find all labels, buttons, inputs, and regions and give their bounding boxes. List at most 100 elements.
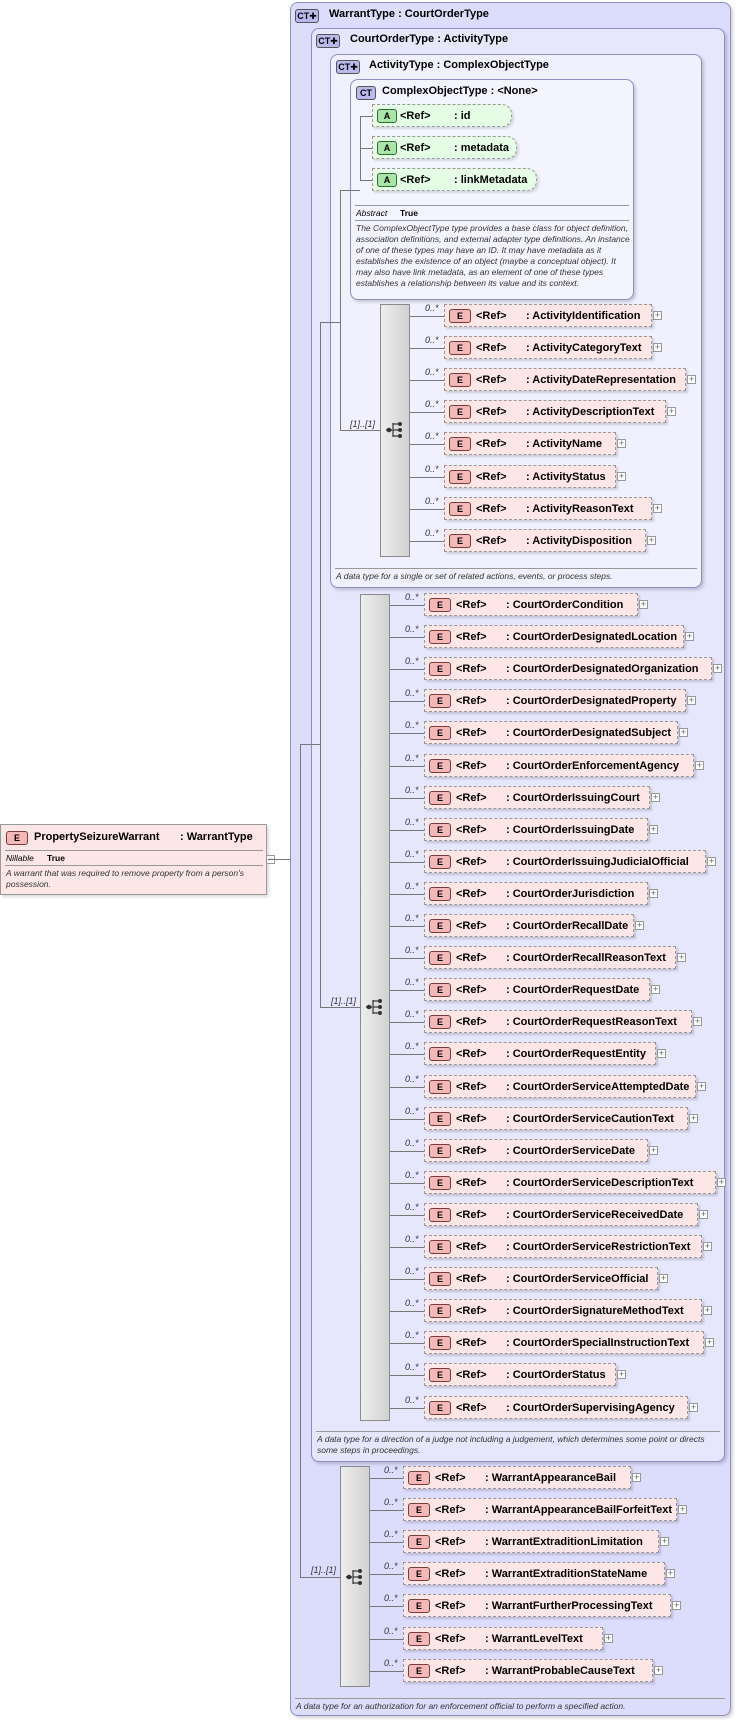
element-row[interactable]: E<Ref>: WarrantExtraditionStateName — [403, 1562, 665, 1585]
expand-plus-icon[interactable]: + — [653, 342, 662, 352]
element-row[interactable]: E<Ref>: ActivityName — [444, 432, 616, 455]
element-row[interactable]: E<Ref>: CourtOrderServiceOfficial — [424, 1267, 658, 1290]
element-row[interactable]: E<Ref>: CourtOrderCondition — [424, 593, 638, 616]
element-row[interactable]: E<Ref>: CourtOrderEnforcementAgency — [424, 754, 694, 777]
expand-plus-icon[interactable]: + — [707, 856, 716, 866]
element-row[interactable]: E<Ref>: CourtOrderIssuingCourt — [424, 786, 650, 809]
expand-plus-icon[interactable]: + — [678, 1504, 687, 1514]
expand-plus-icon[interactable]: + — [651, 792, 660, 802]
expand-plus-icon[interactable]: + — [679, 727, 688, 737]
attribute-id[interactable]: A <Ref> : id — [372, 104, 512, 127]
element-row[interactable]: E<Ref>: CourtOrderIssuingJudicialOfficia… — [424, 850, 706, 873]
expand-plus-icon[interactable]: + — [617, 471, 626, 481]
expand-plus-icon[interactable]: + — [687, 374, 696, 384]
element-row[interactable]: E<Ref>: ActivityStatus — [444, 465, 616, 488]
element-row[interactable]: E<Ref>: CourtOrderSupervisingAgency — [424, 1396, 688, 1419]
expand-plus-icon[interactable]: + — [617, 438, 626, 448]
element-row[interactable]: E<Ref>: CourtOrderDesignatedOrganization — [424, 657, 712, 680]
expand-plus-icon[interactable]: + — [649, 888, 658, 898]
element-row[interactable]: E<Ref>: CourtOrderRequestReasonText — [424, 1010, 692, 1033]
element-row[interactable]: E<Ref>: CourtOrderServiceDescriptionText — [424, 1171, 716, 1194]
element-row[interactable]: E<Ref>: WarrantExtraditionLimitation — [403, 1530, 659, 1553]
expand-plus-icon[interactable]: + — [695, 760, 704, 770]
element-row[interactable]: E<Ref>: ActivityDisposition — [444, 529, 646, 552]
expand-plus-icon[interactable]: + — [717, 1177, 726, 1187]
element-row[interactable]: E<Ref>: CourtOrderServiceCautionText — [424, 1107, 688, 1130]
element-row[interactable]: E<Ref>: WarrantAppearanceBailForfeitText — [403, 1498, 677, 1521]
expand-plus-icon[interactable]: + — [604, 1633, 613, 1643]
expand-plus-icon[interactable]: + — [617, 1369, 626, 1379]
expand-plus-icon[interactable]: + — [672, 1600, 681, 1610]
element-row[interactable]: E<Ref>: CourtOrderJurisdiction — [424, 882, 648, 905]
element-ref-label: <Ref> — [456, 1241, 487, 1253]
expand-plus-icon[interactable]: + — [653, 503, 662, 513]
expand-plus-icon[interactable]: + — [632, 1472, 641, 1482]
connector-line — [370, 1510, 403, 1511]
element-name: : WarrantExtraditionStateName — [485, 1568, 648, 1580]
element-row[interactable]: E<Ref>: WarrantAppearanceBail — [403, 1466, 631, 1489]
connector-line — [340, 190, 341, 430]
element-multiplicity: 0..* — [405, 1298, 419, 1308]
element-row[interactable]: E<Ref>: CourtOrderServiceRestrictionText — [424, 1235, 702, 1258]
element-row[interactable]: E<Ref>: ActivityDateRepresentation — [444, 368, 686, 391]
expand-plus-icon[interactable]: + — [647, 535, 656, 545]
element-ref-label: <Ref> — [456, 1402, 487, 1414]
expand-plus-icon[interactable]: + — [687, 695, 696, 705]
element-row[interactable]: E<Ref>: ActivityReasonText — [444, 497, 652, 520]
expand-plus-icon[interactable]: + — [654, 1665, 663, 1675]
expand-plus-icon[interactable]: + — [685, 631, 694, 641]
expand-plus-icon[interactable]: + — [677, 952, 686, 962]
element-row[interactable]: E<Ref>: CourtOrderIssuingDate — [424, 818, 648, 841]
expand-plus-icon[interactable]: + — [660, 1536, 669, 1546]
element-name: : CourtOrderRecallReasonText — [506, 952, 666, 964]
element-badge-icon: E — [429, 630, 451, 644]
element-row[interactable]: E<Ref>: CourtOrderSignatureMethodText — [424, 1299, 702, 1322]
attribute-link-metadata[interactable]: A <Ref> : linkMetadata — [372, 168, 537, 191]
element-row[interactable]: E<Ref>: CourtOrderStatus — [424, 1363, 616, 1386]
expand-plus-icon[interactable]: + — [653, 310, 662, 320]
attribute-metadata[interactable]: A <Ref> : metadata — [372, 136, 517, 159]
expand-plus-icon[interactable]: + — [659, 1273, 668, 1283]
expand-plus-icon[interactable]: + — [697, 1081, 706, 1091]
expand-plus-icon[interactable]: + — [693, 1016, 702, 1026]
expand-plus-icon[interactable]: + — [689, 1402, 698, 1412]
expand-plus-icon[interactable]: + — [705, 1337, 714, 1347]
element-row[interactable]: E<Ref>: CourtOrderServiceDate — [424, 1139, 648, 1162]
expand-plus-icon[interactable]: + — [699, 1209, 708, 1219]
element-ref-label: <Ref> — [476, 438, 507, 450]
element-row[interactable]: E<Ref>: CourtOrderSpecialInstructionText — [424, 1331, 704, 1354]
element-row[interactable]: E<Ref>: CourtOrderRecallReasonText — [424, 946, 676, 969]
expand-plus-icon[interactable]: + — [703, 1241, 712, 1251]
expand-plus-icon[interactable]: + — [657, 1048, 666, 1058]
connector-line — [390, 1215, 424, 1216]
element-row[interactable]: E<Ref>: CourtOrderRequestDate — [424, 978, 650, 1001]
element-row[interactable]: E<Ref>: ActivityDescriptionText — [444, 400, 666, 423]
element-row[interactable]: E<Ref>: WarrantProbableCauseText — [403, 1659, 653, 1682]
expand-plus-icon[interactable]: + — [651, 984, 660, 994]
expand-plus-icon[interactable]: + — [649, 824, 658, 834]
element-row[interactable]: E<Ref>: WarrantLevelText — [403, 1627, 603, 1650]
expand-plus-icon[interactable]: + — [689, 1113, 698, 1123]
element-row[interactable]: E<Ref>: ActivityIdentification — [444, 304, 652, 327]
element-row[interactable]: E<Ref>: CourtOrderDesignatedSubject — [424, 721, 678, 744]
element-row[interactable]: E<Ref>: CourtOrderDesignatedProperty — [424, 689, 686, 712]
root-element-box[interactable]: E PropertySeizureWarrant : WarrantType N… — [0, 824, 267, 895]
expand-plus-icon[interactable]: + — [713, 663, 722, 673]
expand-plus-icon[interactable]: + — [667, 406, 676, 416]
expand-plus-icon[interactable]: + — [666, 1568, 675, 1578]
connector-line — [390, 798, 424, 799]
activity-type-description: A data type for a single or set of relat… — [336, 571, 613, 581]
expand-plus-icon[interactable]: + — [635, 920, 644, 930]
expand-plus-icon[interactable]: + — [649, 1145, 658, 1155]
element-row[interactable]: E<Ref>: CourtOrderRequestEntity — [424, 1042, 656, 1065]
expand-plus-icon[interactable]: + — [703, 1305, 712, 1315]
element-row[interactable]: E<Ref>: WarrantFurtherProcessingText — [403, 1594, 671, 1617]
element-ref-label: <Ref> — [456, 1016, 487, 1028]
element-row[interactable]: E<Ref>: ActivityCategoryText — [444, 336, 652, 359]
expand-plus-icon[interactable]: + — [639, 599, 648, 609]
element-row[interactable]: E<Ref>: CourtOrderServiceReceivedDate — [424, 1203, 698, 1226]
element-row[interactable]: E<Ref>: CourtOrderRecallDate — [424, 914, 634, 937]
element-multiplicity: 0..* — [405, 1009, 419, 1019]
element-row[interactable]: E<Ref>: CourtOrderServiceAttemptedDate — [424, 1075, 696, 1098]
element-row[interactable]: E<Ref>: CourtOrderDesignatedLocation — [424, 625, 684, 648]
